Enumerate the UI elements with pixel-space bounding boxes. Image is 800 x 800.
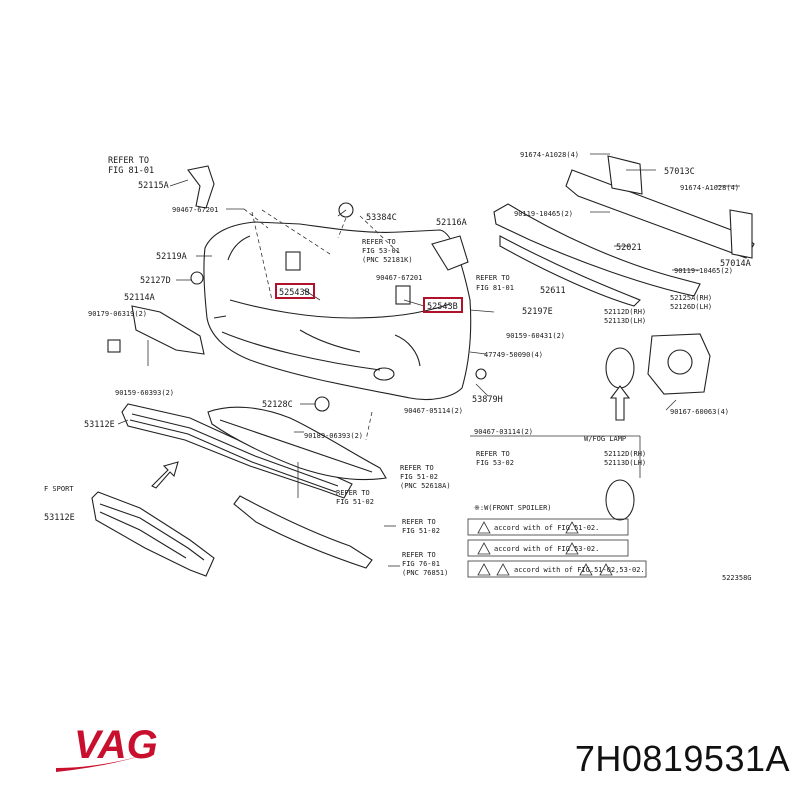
part-number: 7H0819531A: [574, 738, 790, 779]
callout-part: 52113D(LH): [604, 317, 646, 325]
note-text: accord with of FIG.51-02,53-02.: [514, 566, 645, 574]
callout-pnc: (PNC 52181K): [362, 256, 413, 264]
note-text: accord with of FIG.53-02.: [494, 545, 599, 553]
small-parts: [107, 165, 487, 412]
callout-part: 57013C: [664, 167, 695, 177]
callout-fig: FIG 53-01: [362, 247, 400, 255]
f-sport-grille: [91, 491, 215, 577]
callout-fig: FIG 76-01: [402, 560, 440, 568]
figure-id: 522358G: [722, 574, 752, 582]
callout-pnc: (PNC 52618A): [400, 482, 451, 490]
callout-part: 53112E: [44, 513, 75, 523]
callout-part: 52112D(RH): [604, 308, 646, 316]
callout-fig: FIG 51-02: [336, 498, 374, 506]
bumper-cover: [203, 221, 472, 401]
vag-logo: VAG: [56, 723, 158, 772]
callout-part: 52128C: [262, 400, 293, 410]
callout-part: 47749-50090(4): [484, 351, 543, 359]
callout-part: 91674-A1028(4): [520, 151, 579, 159]
callout-part: 90167-60063(4): [670, 408, 729, 416]
callout-refer-to: REFER TO: [402, 551, 436, 559]
callout-part: 57014A: [720, 259, 751, 269]
callout-pnc: (PNC 76851): [402, 569, 448, 577]
front-spoiler: [233, 495, 373, 569]
callout-part: 52021: [616, 243, 642, 253]
callout-refer-to: REFER TO: [476, 274, 510, 282]
callout-part: 52125A(RH): [670, 294, 712, 302]
callout-fig: FIG 81-01: [476, 284, 514, 292]
bumper-reinforcement: [493, 155, 755, 307]
callout-part: 52197E: [522, 307, 553, 317]
fog-lamp-parts: [605, 333, 711, 521]
callout-variant: ※:W(FRONT SPOILER): [474, 504, 552, 512]
callout-part: 90119-10465(2): [514, 210, 573, 218]
callout-part: 90159-60393(2): [115, 389, 174, 397]
callout-refer-to: REFER TO: [402, 518, 436, 526]
vag-logo-text: VAG: [74, 723, 158, 767]
leader-lines: [117, 153, 740, 567]
callout-fig: FIG 81-01: [108, 166, 154, 176]
under-cover: [207, 406, 387, 481]
callout-refer-to: REFER TO: [108, 156, 149, 166]
callout-part: 52112D(RH): [604, 450, 646, 458]
callout-part: 52114A: [124, 293, 155, 303]
callout-part: 52127D: [140, 276, 171, 286]
callout-part: 52116A: [436, 218, 467, 228]
callout-part: 52115A: [138, 181, 169, 191]
callout-part: 53879H: [472, 395, 503, 405]
callout-refer-to: REFER TO: [400, 464, 434, 472]
callout-variant: W/FOG LAMP: [584, 435, 626, 443]
callout-highlight-part: 52543B: [279, 288, 310, 298]
callout-part: 90467-05114(2): [404, 407, 463, 415]
callout-part: 90159-60431(2): [506, 332, 565, 340]
callout-part: 90467-67201: [172, 206, 218, 214]
callout-part: 90467-67201: [376, 274, 422, 282]
callout-refer-to: REFER TO: [362, 238, 396, 246]
callout-refer-to: REFER TO: [476, 450, 510, 458]
callout-fig: FIG 51-02: [400, 473, 438, 481]
callout-part: 91674-A1028(4): [680, 184, 739, 192]
direction-arrows: [151, 385, 631, 489]
callout-part: 90467-03114(2): [474, 428, 533, 436]
callout-highlight-part: 52543B: [427, 302, 458, 312]
callout-part: 90189-06393(2): [304, 432, 363, 440]
highlight-box-right: [423, 297, 463, 313]
callout-part: 52119A: [156, 252, 187, 262]
callout-part: 52126D(LH): [670, 303, 712, 311]
callout-labels: REFER TO FIG 81-01 52115A 90467-67201 53…: [44, 151, 752, 582]
callout-part: 52611: [540, 286, 566, 296]
callout-part: 90119-10465(2): [674, 267, 733, 275]
note-boxes: [467, 518, 647, 578]
callout-variant: F SPORT: [44, 485, 74, 493]
highlight-box-left: [275, 283, 315, 299]
lower-grille: [121, 403, 353, 499]
callout-part: 53112E: [84, 420, 115, 430]
note-text: accord with of FIG.51-02.: [494, 524, 599, 532]
callout-fig: FIG 51-02: [402, 527, 440, 535]
callout-refer-to: REFER TO: [336, 489, 370, 497]
callout-part: 90179-06319(2): [88, 310, 147, 318]
callout-part: 52113D(LH): [604, 459, 646, 467]
callout-part: 53384C: [366, 213, 397, 223]
callout-fig: FIG 53-02: [476, 459, 514, 467]
